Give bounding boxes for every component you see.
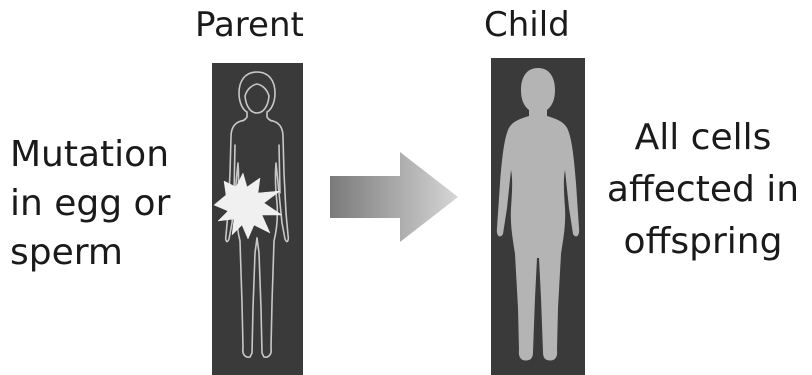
mutation-caption-line-1: Mutation xyxy=(10,130,170,179)
parent-outline-figure xyxy=(212,63,303,375)
offspring-caption: All cells affected in offspring xyxy=(598,112,808,268)
child-panel xyxy=(491,58,585,375)
parent-panel xyxy=(212,63,303,375)
parent-body-left xyxy=(226,121,257,357)
inheritance-arrow-icon xyxy=(330,152,460,242)
parent-head xyxy=(239,72,275,121)
mutation-caption: Mutation in egg or sperm xyxy=(10,130,170,277)
offspring-caption-line-2: affected in xyxy=(598,164,808,216)
child-filled-figure xyxy=(491,58,585,375)
mutation-burst-icon xyxy=(214,173,282,239)
child-title: Child xyxy=(484,8,570,42)
child-silhouette xyxy=(497,68,579,361)
parent-title: Parent xyxy=(195,8,304,42)
mutation-caption-line-3: sperm xyxy=(10,228,170,277)
offspring-caption-line-3: offspring xyxy=(598,216,808,268)
offspring-caption-line-1: All cells xyxy=(598,112,808,164)
mutation-caption-line-2: in egg or xyxy=(10,179,170,228)
parent-body-right xyxy=(257,121,288,357)
